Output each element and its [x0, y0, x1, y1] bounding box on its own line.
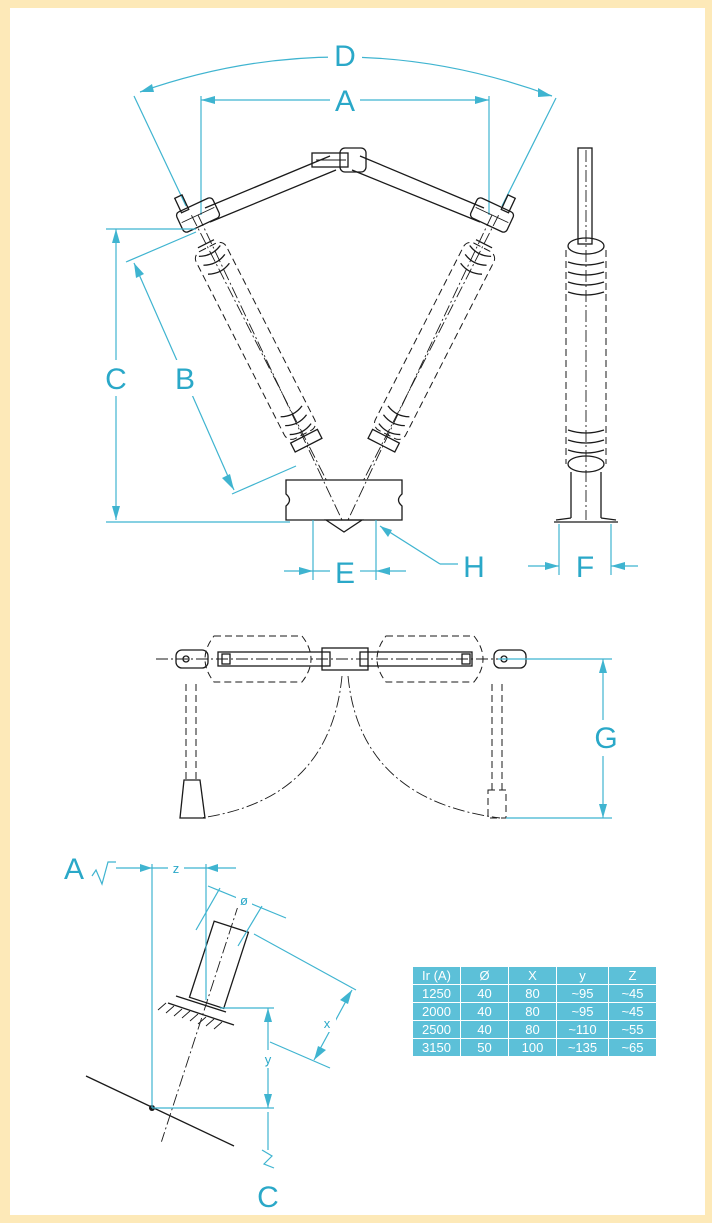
table-cell: 80: [508, 1002, 557, 1021]
table-header-row: Ir (A) Ø X y Z: [412, 966, 657, 985]
label-f: F: [576, 551, 594, 584]
table-cell: ~45: [608, 984, 657, 1003]
technical-drawing: D A C B E H F G A C z ø x y: [64, 38, 638, 1214]
table-cell: 40: [460, 1002, 509, 1021]
table-cell: 80: [508, 1020, 557, 1039]
top-view: [156, 635, 620, 819]
table-cell: 80: [508, 984, 557, 1003]
label-b: B: [175, 363, 195, 396]
label-d: D: [334, 40, 356, 73]
table-cell: 50: [460, 1038, 509, 1057]
table-row: 2000 40 80 ~95 ~45: [412, 1002, 657, 1021]
table-cell: ~45: [608, 1002, 657, 1021]
table-header: Ø: [460, 966, 509, 985]
table-row: 3150 50 100 ~135 ~65: [412, 1038, 657, 1057]
label-h: H: [463, 551, 485, 584]
label-z: z: [173, 861, 180, 876]
label-y: y: [265, 1052, 272, 1067]
table-cell: 3150: [412, 1038, 461, 1057]
table-cell: 40: [460, 984, 509, 1003]
table-cell: ~95: [556, 1002, 609, 1021]
label-x: x: [324, 1016, 331, 1031]
label-a-detail: A: [64, 853, 84, 886]
drawing-sheet: D A C B E H F G A C z ø x y: [10, 8, 705, 1215]
table-cell: ~55: [608, 1020, 657, 1039]
table-header: Ir (A): [412, 966, 461, 985]
table-header: X: [508, 966, 557, 985]
spec-table: Ir (A) Ø X y Z 1250 40 80 ~95 ~45 2000 4…: [412, 966, 657, 1057]
table-header: Z: [608, 966, 657, 985]
label-c-detail: C: [257, 1181, 279, 1214]
table-cell: 40: [460, 1020, 509, 1039]
table-cell: 2000: [412, 1002, 461, 1021]
table-cell: ~135: [556, 1038, 609, 1057]
table-cell: 1250: [412, 984, 461, 1003]
label-c: C: [105, 363, 127, 396]
table-row: 2500 40 80 ~110 ~55: [412, 1020, 657, 1039]
table-cell: ~110: [556, 1020, 609, 1039]
table-row: 1250 40 80 ~95 ~45: [412, 984, 657, 1003]
table-cell: 2500: [412, 1020, 461, 1039]
table-cell: ~65: [608, 1038, 657, 1057]
label-e: E: [335, 557, 355, 590]
table-cell: ~95: [556, 984, 609, 1003]
table-header: y: [556, 966, 609, 985]
label-g: G: [594, 722, 617, 755]
label-phi: ø: [240, 893, 248, 908]
detail-view: [85, 858, 357, 1169]
table-cell: 100: [508, 1038, 557, 1057]
label-a: A: [335, 85, 355, 118]
side-view: [528, 147, 638, 575]
front-view: [100, 38, 557, 580]
